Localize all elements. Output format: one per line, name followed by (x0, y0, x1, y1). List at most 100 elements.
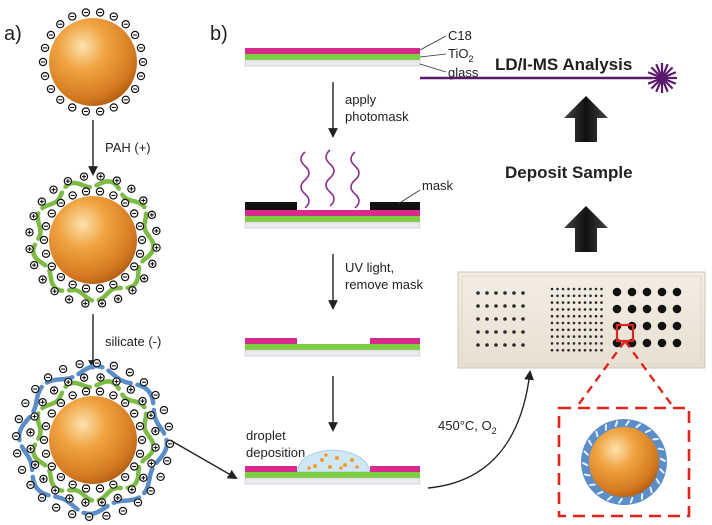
negative-charge-icon (133, 498, 143, 507)
negative-charge-icon (68, 391, 77, 400)
charge-rings (25, 172, 161, 308)
positive-charge-icon (81, 498, 90, 507)
positive-charge-icon (113, 493, 122, 503)
label-tio2: TiO2 (448, 46, 473, 64)
positive-charge-icon (139, 274, 149, 283)
negative-charge-icon (159, 405, 169, 415)
positive-charge-icon (147, 210, 157, 220)
label-heating: 450°C, O2 (438, 418, 497, 436)
negative-charge-icon (137, 435, 147, 445)
negative-charge-icon (56, 472, 66, 482)
label-c18: C18 (448, 28, 472, 43)
positive-charge-icon (151, 426, 160, 436)
negative-charge-icon (136, 71, 146, 81)
positive-charge-icon (96, 172, 105, 181)
negative-charge-icon (41, 249, 51, 259)
negative-charge-icon (26, 480, 35, 490)
negative-charge-icon (46, 30, 56, 40)
negative-charge-icon (120, 398, 130, 408)
positive-charge-icon (147, 459, 156, 468)
negative-charge-icon (109, 280, 118, 289)
negative-charge-icon (67, 509, 77, 519)
negative-charge-icon (164, 422, 174, 431)
positive-charge-icon (65, 494, 74, 503)
gold-core (49, 196, 137, 284)
positive-charge-icon (50, 486, 60, 495)
title-deposit: Deposit Sample (505, 163, 633, 182)
negative-charge-icon (135, 249, 145, 259)
negative-charge-icon (31, 384, 40, 394)
negative-charge-icon (120, 272, 130, 282)
label-uv-light: UV light, (345, 260, 394, 275)
positive-charge-icon (26, 428, 35, 437)
c18-layer (245, 48, 420, 54)
negative-charge-icon (84, 512, 94, 522)
negative-charge-icon (37, 493, 47, 502)
negative-charge-icon (130, 262, 139, 271)
positive-charge-icon (138, 396, 147, 406)
silicate-layer (16, 363, 170, 517)
negative-charge-icon (95, 387, 105, 396)
negative-charge-icon (11, 431, 21, 441)
negative-charge-icon (109, 361, 119, 371)
negative-charge-icon (121, 95, 130, 104)
negative-charge-icon (109, 191, 118, 200)
negative-charge-icon (95, 107, 105, 116)
negative-charge-icon (95, 8, 105, 17)
negative-charge-icon (109, 480, 118, 489)
glass-layer (244, 59, 421, 67)
negative-charge-icon (102, 511, 111, 521)
uv-light-waves (300, 149, 360, 209)
negative-charge-icon (151, 390, 160, 400)
negative-charge-icon (81, 187, 91, 196)
label-pah: PAH (+) (105, 140, 151, 155)
negative-charge-icon (56, 272, 66, 282)
negative-charge-icon (109, 103, 118, 112)
negative-charge-icon (41, 221, 51, 231)
negative-charge-icon (121, 20, 130, 29)
negative-charge-icon (40, 71, 50, 81)
negative-charge-icon (135, 421, 145, 431)
negative-charge-icon (109, 391, 118, 400)
negative-charge-icon (14, 414, 24, 424)
label-silicate: silicate (-) (105, 334, 161, 349)
positive-charge-icon (148, 259, 157, 269)
positive-charge-icon (126, 385, 136, 394)
positive-charge-icon (29, 260, 39, 270)
positive-charge-icon (81, 299, 90, 308)
positive-charge-icon (113, 294, 123, 304)
positive-charge-icon (97, 498, 107, 507)
negative-charge-icon (162, 456, 172, 466)
arrow-to-plate (427, 370, 534, 489)
positive-charge-icon (38, 397, 47, 407)
positive-charge-icon (50, 286, 59, 296)
charge-rings (11, 358, 175, 522)
negative-charge-icon (109, 12, 118, 21)
negative-charge-icon (17, 465, 27, 475)
negative-charge-icon (43, 373, 53, 382)
gold-core (49, 396, 137, 484)
negative-charge-icon (56, 198, 66, 208)
label-glass: glass (448, 65, 479, 80)
positive-charge-icon (64, 377, 73, 387)
laser-starburst-icon (647, 63, 677, 93)
negative-charge-icon (68, 480, 77, 489)
negative-charge-icon (139, 378, 149, 387)
positive-charge-icon (152, 243, 161, 252)
positive-charge-icon (79, 373, 89, 382)
positive-charge-icon (152, 226, 161, 236)
negative-charge-icon (56, 398, 66, 408)
negative-charge-icon (81, 8, 91, 17)
positive-charge-icon (25, 244, 34, 254)
up-arrow-icon (564, 206, 608, 252)
label-apply: apply (345, 92, 377, 107)
substrate-with-droplet (244, 449, 421, 485)
positive-charge-icon (112, 176, 122, 185)
negative-charge-icon (130, 84, 140, 94)
negative-charge-icon (47, 209, 56, 218)
label-droplet: droplet (246, 428, 286, 443)
negative-charge-icon (68, 280, 77, 289)
positive-charge-icon (64, 295, 74, 304)
positive-charge-icon (25, 228, 34, 237)
